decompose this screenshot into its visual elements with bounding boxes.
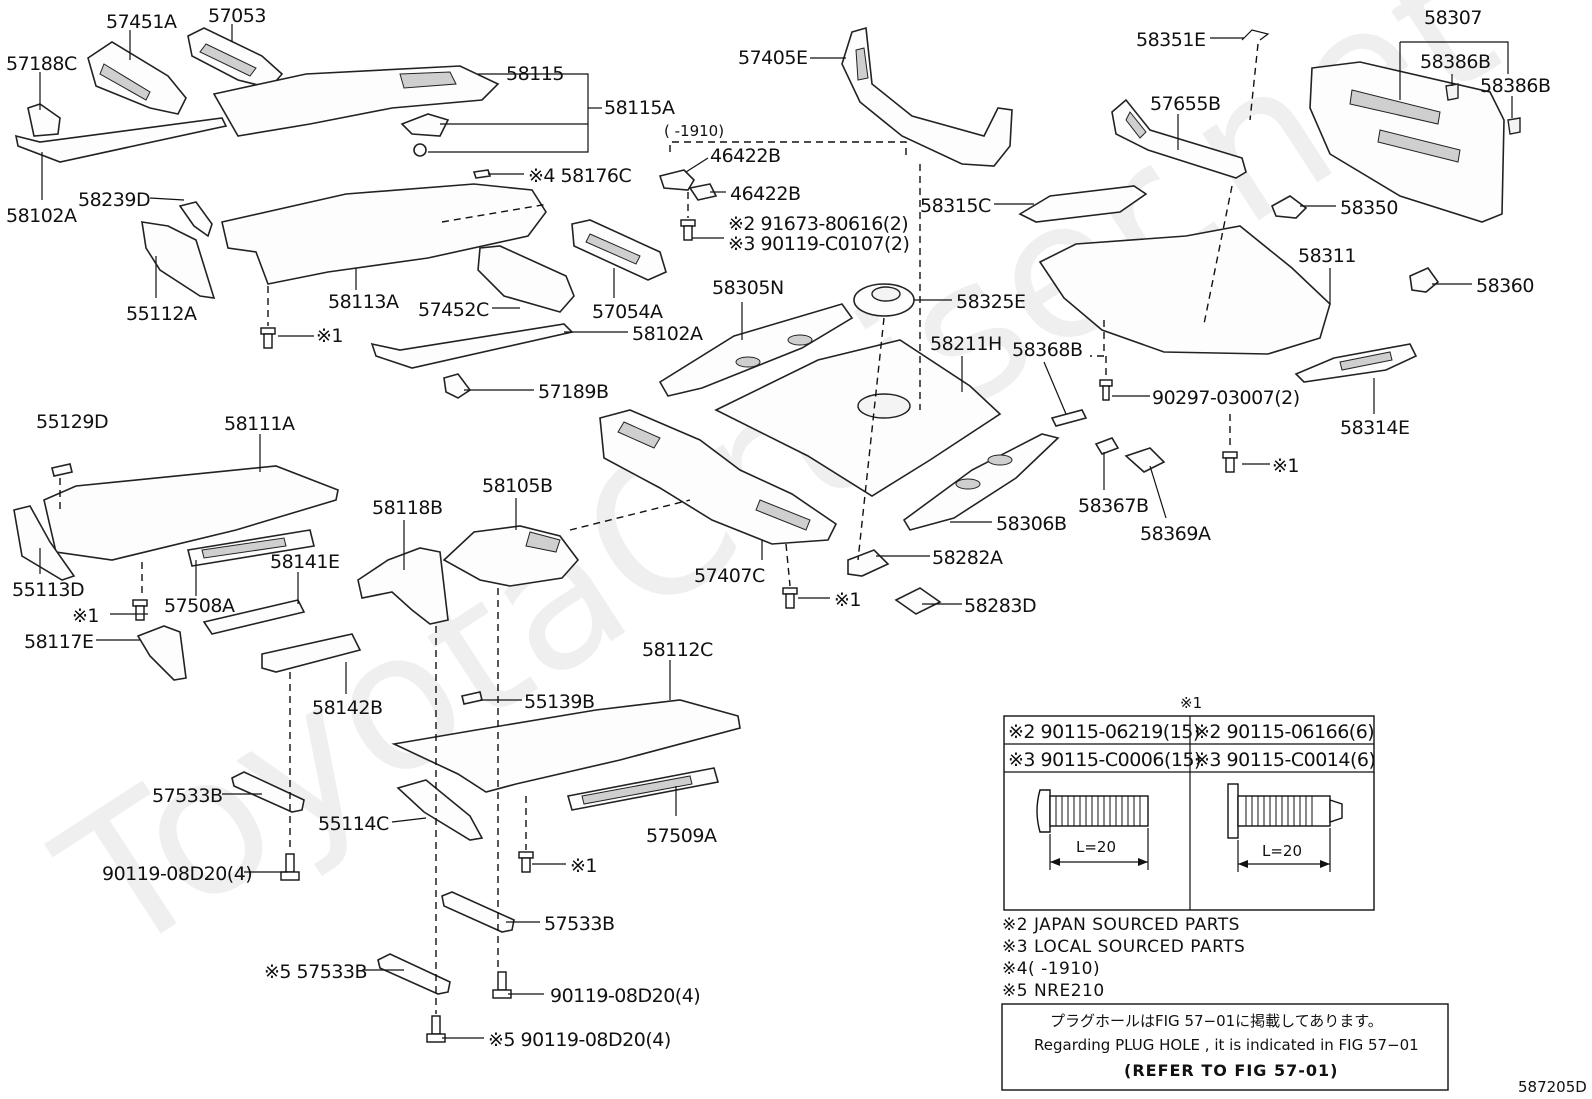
note-date-range: ※4( -1910): [1002, 959, 1100, 979]
label-57509A: 57509A: [646, 825, 717, 847]
part-labels: 57451A 57053 57188C 58115 58115A 58102A …: [6, 5, 1551, 1051]
label-x1-b: ※1: [1272, 455, 1299, 477]
label-57405E: 57405E: [738, 47, 807, 69]
label-57655B: 57655B: [1150, 93, 1220, 115]
label-58211H: 58211H: [930, 333, 1002, 355]
refer-fig: (REFER TO FIG 57-01): [1124, 1061, 1338, 1080]
legend-left-row2: ※3 90115-C0006(15): [1008, 749, 1201, 771]
note-nre210: ※5 NRE210: [1002, 981, 1105, 1001]
label-x1-e: ※1: [570, 855, 597, 877]
label-date-code: ( -1910): [664, 122, 724, 140]
label-58350: 58350: [1340, 197, 1398, 219]
refer-english: Regarding PLUG HOLE , it is indicated in…: [1034, 1036, 1419, 1054]
label-58113A: 58113A: [328, 291, 399, 313]
dashed-lines: [59, 43, 1259, 1014]
label-58117E: 58117E: [24, 631, 93, 653]
label-58102A-mid: 58102A: [632, 323, 703, 345]
refer-japanese: プラグホールはFIG 57−01に掲載してあります。: [1050, 1012, 1383, 1030]
label-58325E: 58325E: [956, 291, 1025, 313]
label-55129D: 55129D: [36, 411, 108, 433]
label-90119-08d20-b: 90119-08D20(4): [550, 985, 700, 1007]
note-japan-sourced: ※2 JAPAN SOURCED PARTS: [1002, 915, 1240, 935]
label-58283D: 58283D: [964, 595, 1036, 617]
label-57407C: 57407C: [694, 565, 765, 587]
part-shapes: [13, 26, 1521, 995]
label-57533B-a: 57533B: [152, 785, 222, 807]
label-57189B: 57189B: [538, 381, 608, 403]
legend-header: ※1: [1180, 694, 1202, 712]
label-58176C: ※4 58176C: [528, 165, 631, 187]
label-58315C: 58315C: [920, 195, 991, 217]
legend-table: ※1 ※2 90115-06219(15) ※3 90115-C0006(15)…: [1003, 694, 1376, 911]
note-local-sourced: ※3 LOCAL SOURCED PARTS: [1002, 937, 1245, 957]
label-58239D: 58239D: [78, 189, 150, 211]
label-57533B-b: 57533B: [544, 913, 614, 935]
label-46422B-b: 46422B: [730, 183, 800, 205]
bolts: [132, 219, 1238, 1043]
label-58368B: 58368B: [1012, 339, 1082, 361]
label-58386B-a: 58386B: [1420, 51, 1490, 73]
label-90119-08d20-a: 90119-08D20(4): [102, 863, 252, 885]
label-57053: 57053: [208, 5, 266, 27]
label-58351E: 58351E: [1136, 29, 1205, 51]
legend-right-row1: ※2 90115-06166(6): [1194, 721, 1374, 743]
label-58142B: 58142B: [312, 697, 382, 719]
label-57508A: 57508A: [164, 595, 235, 617]
label-58141E: 58141E: [270, 551, 339, 573]
label-55112A: 55112A: [126, 303, 197, 325]
label-46422B-a: 46422B: [710, 145, 780, 167]
label-55114C: 55114C: [318, 813, 389, 835]
label-90119-08d20-c: ※5 90119-08D20(4): [488, 1029, 671, 1051]
label-58102A-top: 58102A: [6, 205, 77, 227]
label-58118B: 58118B: [372, 497, 442, 519]
label-58367B: 58367B: [1078, 495, 1148, 517]
label-55139B: 55139B: [524, 691, 594, 713]
bolt-drawing-right: L=20: [1227, 783, 1343, 872]
notes: ※2 JAPAN SOURCED PARTS ※3 LOCAL SOURCED …: [1002, 915, 1245, 1001]
label-58111A: 58111A: [224, 413, 295, 435]
label-x1-a: ※1: [316, 325, 343, 347]
label-90297: 90297-03007(2): [1152, 387, 1300, 409]
leader-lines: [39, 24, 1513, 1039]
label-58386B-b: 58386B: [1480, 75, 1550, 97]
label-58282A: 58282A: [932, 547, 1003, 569]
label-58305N: 58305N: [712, 277, 784, 299]
label-58369A: 58369A: [1140, 523, 1211, 545]
legend-left-row1: ※2 90115-06219(15): [1008, 721, 1200, 743]
label-55113D: 55113D: [12, 579, 84, 601]
label-58360: 58360: [1476, 275, 1534, 297]
label-58314E: 58314E: [1340, 417, 1409, 439]
label-91673: ※2 91673-80616(2): [728, 213, 908, 235]
label-58307: 58307: [1424, 7, 1482, 29]
label-57452C: 57452C: [418, 299, 489, 321]
refer-box: プラグホールはFIG 57−01に掲載してあります。 Regarding PLU…: [1001, 1003, 1449, 1091]
label-90119-c0107: ※3 90119-C0107(2): [728, 233, 909, 255]
label-58112C: 58112C: [642, 639, 713, 661]
legend-right-row2: ※3 90115-C0014(6): [1194, 749, 1375, 771]
label-x1-d: ※1: [72, 605, 99, 627]
legend-left-length: L=20: [1076, 838, 1116, 856]
label-58105B: 58105B: [482, 475, 552, 497]
label-57188C: 57188C: [6, 53, 77, 75]
label-58306B: 58306B: [996, 513, 1066, 535]
label-58115: 58115: [506, 63, 564, 85]
label-58115A: 58115A: [604, 97, 675, 119]
legend-right-length: L=20: [1262, 842, 1302, 860]
diagram-code: 587205D: [1518, 1078, 1587, 1096]
label-57451A: 57451A: [106, 11, 177, 33]
bolt-drawing-left: L=20: [1036, 789, 1149, 870]
label-57533B-c: ※5 57533B: [264, 961, 367, 983]
label-x1-c: ※1: [834, 589, 861, 611]
label-58311: 58311: [1298, 245, 1356, 267]
label-57054A: 57054A: [592, 301, 663, 323]
